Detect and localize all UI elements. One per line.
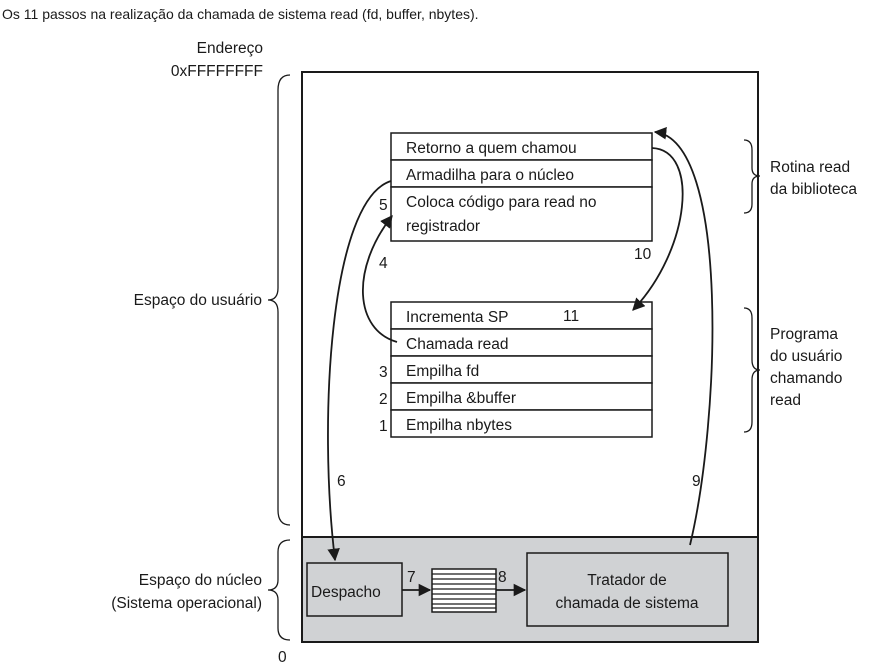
arrow-10 — [632, 147, 684, 311]
syscall-handler-box — [526, 552, 729, 627]
program-label-4: read — [770, 392, 801, 409]
step-9: 9 — [692, 473, 701, 490]
library-label-1: Rotina read — [770, 159, 850, 176]
arrow-6 — [327, 180, 392, 562]
dispatch-table — [431, 568, 497, 613]
kernel-space-brace — [267, 539, 291, 641]
program-row: Empilha fd — [406, 363, 479, 380]
program-label-3: chamando — [770, 370, 842, 387]
program-label-1: Programa — [770, 326, 838, 343]
library-label-2: da biblioteca — [770, 181, 857, 198]
library-row: Coloca código para read no — [406, 194, 596, 211]
step-7: 7 — [407, 569, 416, 586]
handler-label-2: chamada de sistema — [555, 595, 698, 612]
program-row: Incrementa SP — [406, 309, 509, 326]
library-row: Armadilha para o núcleo — [406, 167, 574, 184]
step-3: 3 — [379, 364, 388, 381]
program-label-2: do usuário — [770, 348, 842, 365]
user-space-brace — [267, 74, 291, 526]
library-brace — [743, 139, 761, 214]
program-row: Empilha &buffer — [406, 390, 516, 407]
program-row: Empilha nbytes — [406, 417, 512, 434]
step-10: 10 — [634, 246, 652, 263]
step-4: 4 — [379, 255, 388, 272]
step-5: 5 — [379, 197, 388, 214]
step-2: 2 — [379, 391, 388, 408]
handler-label-1: Tratador de — [587, 572, 667, 589]
step-8: 8 — [498, 569, 507, 586]
step-11: 11 — [563, 308, 579, 325]
library-row: Retorno a quem chamou — [406, 140, 577, 157]
library-row: registrador — [406, 218, 480, 235]
step-6: 6 — [337, 473, 346, 490]
library-routine-box — [390, 132, 653, 242]
kernel-space-label-1: Espaço do núcleo — [139, 572, 262, 589]
dispatch-label: Despacho — [311, 584, 381, 601]
address-top: 0xFFFFFFFF — [171, 63, 263, 80]
user-program-box — [390, 301, 653, 438]
kernel-space-label-2: (Sistema operacional) — [111, 595, 262, 612]
program-row: Chamada read — [406, 336, 509, 353]
step-arrows — [327, 126, 714, 597]
user-space-label: Espaço do usuário — [134, 292, 262, 309]
arrow-4 — [362, 215, 398, 343]
arrow-9 — [653, 126, 714, 546]
program-brace — [743, 307, 761, 433]
step-1: 1 — [379, 418, 388, 435]
address-label: Endereço — [197, 40, 263, 57]
address-bottom: 0 — [278, 649, 287, 665]
dispatch-box — [306, 562, 403, 617]
figure-caption: Os 11 passos na realização da chamada de… — [2, 6, 479, 22]
